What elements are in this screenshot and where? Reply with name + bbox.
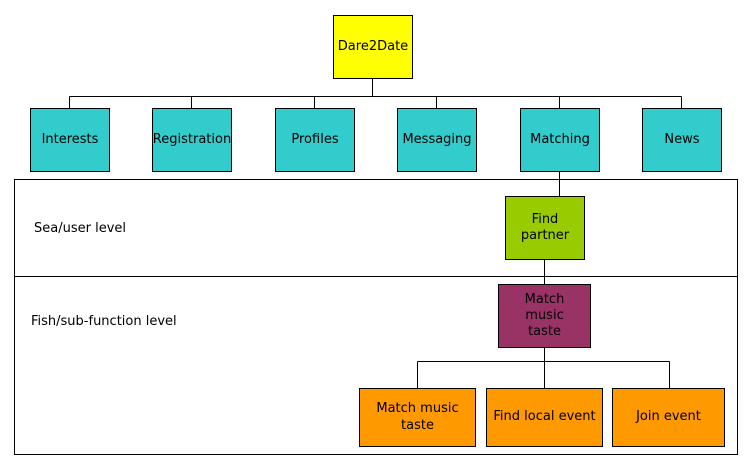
node-messaging: Messaging: [397, 108, 477, 172]
node-registration: Registration: [152, 108, 232, 172]
node-leaf-join-event: Join event: [612, 388, 725, 447]
sea-level-label: Sea/user level: [34, 221, 126, 236]
node-match-music-taste-parent: Match music taste: [498, 284, 591, 348]
fish-level-band: [14, 276, 738, 455]
node-leaf-match-music-taste: Match music taste: [359, 388, 476, 447]
node-find-partner: Find partner: [505, 196, 585, 260]
node-profiles: Profiles: [275, 108, 355, 172]
node-interests: Interests: [30, 108, 110, 172]
node-leaf-find-local-event: Find local event: [486, 388, 603, 447]
node-matching: Matching: [520, 108, 600, 172]
node-news: News: [642, 108, 722, 172]
fish-level-label: Fish/sub-function level: [31, 314, 177, 329]
root-node-dare2date: Dare2Date: [333, 15, 413, 79]
